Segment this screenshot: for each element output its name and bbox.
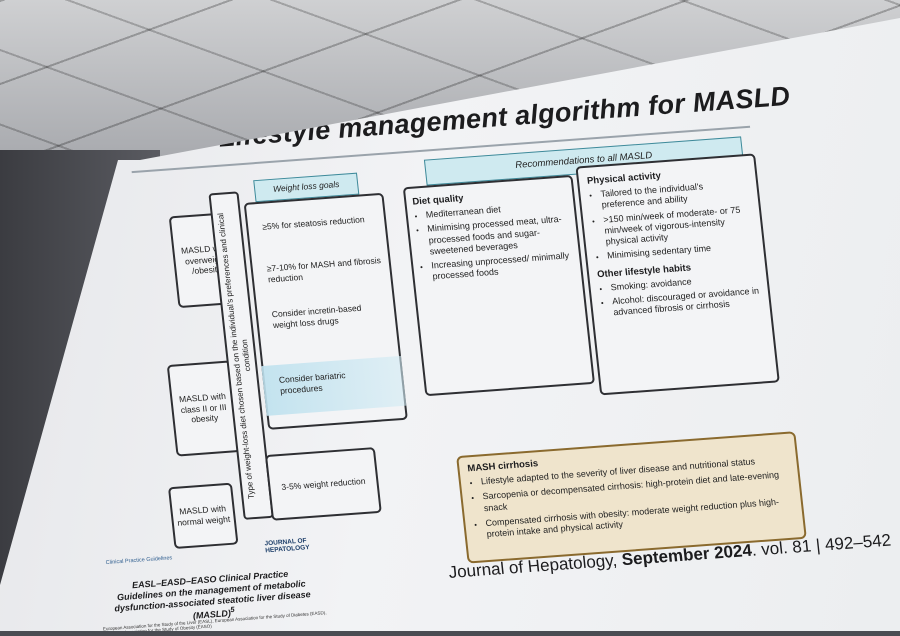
journal-logo: JOURNAL OF HEPATOLOGY xyxy=(264,537,311,555)
normal-weight-goal-box: 3-5% weight reduction xyxy=(264,447,382,521)
cpg-logo: Clinical Practice Guidelines xyxy=(105,555,173,567)
diet-quality-list: Mediterranean diet Minimising processed … xyxy=(413,199,575,283)
patient-label: MASLD with normal weight xyxy=(176,503,231,528)
physical-activity-box: Physical activity Tailored to the indivi… xyxy=(575,153,780,396)
citation-sup: 5 xyxy=(229,605,236,615)
diet-quality-box: Diet quality Mediterranean diet Minimisi… xyxy=(402,174,596,397)
other-habits-list: Smoking: avoidance Alcohol: discouraged … xyxy=(598,271,762,319)
slide: Lifestyle management algorithm for MASLD… xyxy=(103,63,900,631)
normal-weight-goal: 3-5% weight reduction xyxy=(280,475,366,492)
patient-box-normal-weight: MASLD with normal weight xyxy=(167,482,239,550)
physical-activity-list: Tailored to the individual's preference … xyxy=(588,178,756,263)
